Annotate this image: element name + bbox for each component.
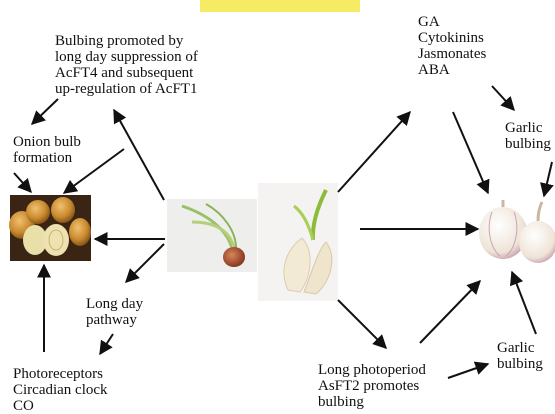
arrow-bulbing-promoted-to-onion-formation (32, 99, 58, 124)
arrow-aba-to-garlic-bulbing-label (492, 86, 514, 110)
arrow-long-photoperiod-to-garlic-bulbing-label (448, 364, 488, 378)
arrow-onion-to-bulbing-promoted (114, 110, 164, 200)
long-photoperiod-label: Long photoperiod AsFT2 promotes bulbing (318, 362, 426, 410)
sprouting-garlic-image (258, 183, 338, 301)
onion-bulb-formation-label: Onion bulb formation (13, 134, 81, 166)
garlic-bulbs-image (479, 200, 555, 263)
arrow-onion-formation-to-onion-bulbs (14, 173, 31, 192)
onion-bulbs-image (9, 195, 91, 261)
hormones-label: GA Cytokinins Jasmonates ABA (418, 14, 486, 78)
garlic-bulbing-bottom-label: Garlic bulbing (497, 340, 543, 372)
arrow-garlic-bulbing-label-up-to-bulbs (512, 272, 536, 334)
arrow-hormones-to-garlic-bulbs (453, 112, 488, 193)
bulbing-promoted-label: Bulbing promoted by long day suppression… (55, 33, 198, 97)
arrow-garlic-to-hormones (338, 112, 410, 192)
arrow-garlic-to-long-photoperiod (338, 300, 386, 348)
arrow-garlic-bulbing-label-to-bulbs (544, 162, 552, 196)
long-day-pathway-label: Long day pathway (86, 296, 143, 328)
sprouting-onion-image (167, 199, 257, 272)
garlic-bulbing-top-label: Garlic bulbing (505, 120, 551, 152)
arrow-long-photoperiod-to-garlic-bulbs (420, 281, 480, 343)
photoreceptors-label: Photoreceptors Circadian clock CO (13, 366, 108, 414)
arrow-long-day-to-photoreceptors (100, 334, 113, 354)
arrow-onion-to-long-day-pathway (126, 244, 164, 282)
